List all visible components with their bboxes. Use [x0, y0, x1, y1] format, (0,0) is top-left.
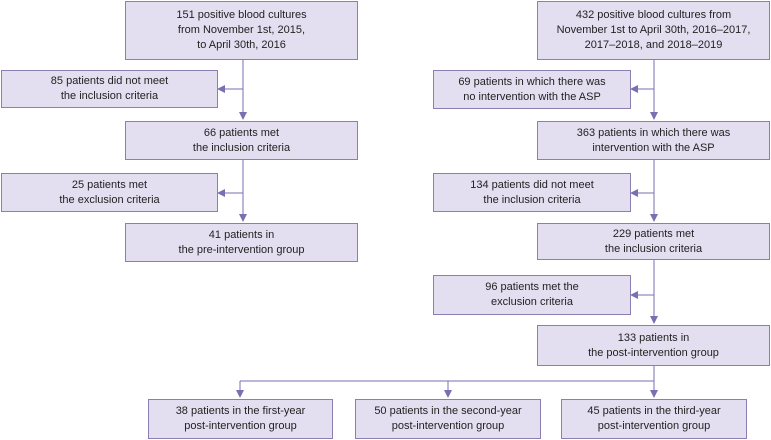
right-excluded-inclusion-box: 134 patients did not meet the inclusion …: [433, 173, 631, 212]
left-excluded-inclusion-box: 85 patients did not meet the inclusion c…: [1, 70, 218, 108]
year1-group-box: 38 patients in the first-year post-inter…: [148, 399, 333, 439]
left-pre-intervention-box: 41 patients in the pre-intervention grou…: [125, 223, 358, 262]
right-intervention-box: 363 patients in which there was interven…: [537, 121, 770, 160]
year3-group-box: 45 patients in the third-year post-inter…: [561, 399, 747, 439]
right-excluded-exclusion-box: 96 patients met the exclusion criteria: [433, 275, 631, 315]
left-excluded-exclusion-box: 25 patients met the exclusion criteria: [1, 173, 218, 212]
year2-group-box: 50 patients in the second-year post-inte…: [355, 399, 541, 439]
right-no-intervention-box: 69 patients in which there was no interv…: [433, 70, 631, 109]
right-met-inclusion-box: 229 patients met the inclusion criteria: [537, 223, 770, 260]
right-post-intervention-box: 133 patients in the post-intervention gr…: [537, 325, 770, 366]
left-start-box: 151 positive blood cultures from Novembe…: [125, 1, 358, 60]
right-start-box: 432 positive blood cultures from Novembe…: [537, 1, 770, 60]
left-met-inclusion-box: 66 patients met the inclusion criteria: [125, 121, 358, 160]
